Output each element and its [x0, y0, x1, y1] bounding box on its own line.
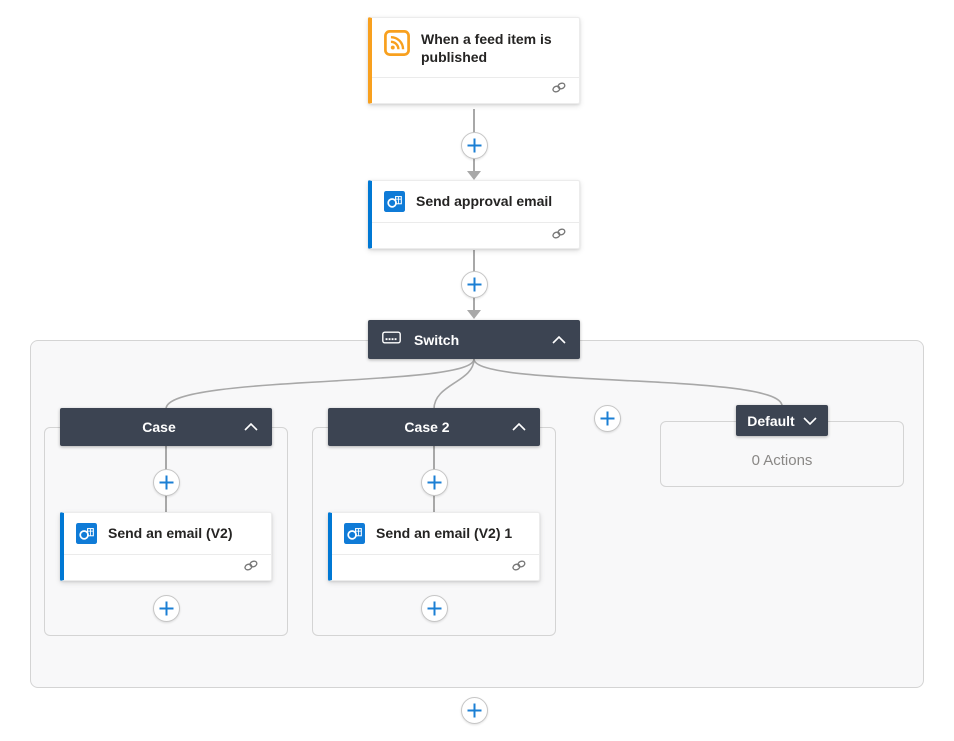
- case2-header[interactable]: Case 2: [328, 408, 540, 446]
- case-insert-action-button[interactable]: [153, 469, 180, 496]
- switch-header[interactable]: Switch: [368, 320, 580, 359]
- rss-icon: [384, 30, 410, 56]
- switch-control-icon: [382, 331, 401, 349]
- action-title: Send approval email: [416, 193, 553, 210]
- action-card-send-approval-email[interactable]: Send approval email: [368, 180, 580, 249]
- expand-chevron-down-icon[interactable]: [803, 416, 817, 425]
- action-title: Send an email (V2) 1: [376, 525, 513, 542]
- action-card-send-an-email-v2-1[interactable]: Send an email (V2) 1: [328, 512, 540, 581]
- outlook-icon: [384, 191, 405, 212]
- default-case-header[interactable]: Default: [736, 405, 828, 436]
- case-header[interactable]: Case: [60, 408, 272, 446]
- connection-link-icon: [511, 559, 527, 577]
- case2-add-action-button[interactable]: [421, 595, 448, 622]
- outlook-icon: [344, 523, 365, 544]
- case2-insert-action-button[interactable]: [421, 469, 448, 496]
- collapse-chevron-up-icon[interactable]: [244, 423, 258, 431]
- connection-link-icon: [551, 227, 567, 245]
- case-label: Case: [142, 419, 176, 435]
- case-add-action-button[interactable]: [153, 595, 180, 622]
- trigger-title: When a feed item is published: [421, 31, 552, 66]
- action-card-send-an-email-v2[interactable]: Send an email (V2): [60, 512, 272, 581]
- add-step-after-switch-button[interactable]: [461, 697, 488, 724]
- add-case-button[interactable]: [594, 405, 621, 432]
- case2-label: Case 2: [404, 419, 450, 435]
- default-label: Default: [747, 412, 795, 429]
- insert-step-after-approval-button[interactable]: [461, 271, 488, 298]
- insert-step-after-trigger-button[interactable]: [461, 132, 488, 159]
- outlook-icon: [76, 523, 97, 544]
- action-title: Send an email (V2): [108, 525, 233, 542]
- connection-link-icon: [551, 81, 567, 99]
- default-empty-actions-label: 0 Actions: [751, 452, 813, 469]
- switch-label: Switch: [414, 331, 460, 348]
- default-scope-container: 0 Actions: [660, 421, 904, 487]
- connection-link-icon: [243, 559, 259, 577]
- collapse-chevron-up-icon[interactable]: [512, 423, 526, 431]
- trigger-card-feed-item-published[interactable]: When a feed item is published: [368, 17, 580, 104]
- collapse-chevron-up-icon[interactable]: [552, 335, 566, 344]
